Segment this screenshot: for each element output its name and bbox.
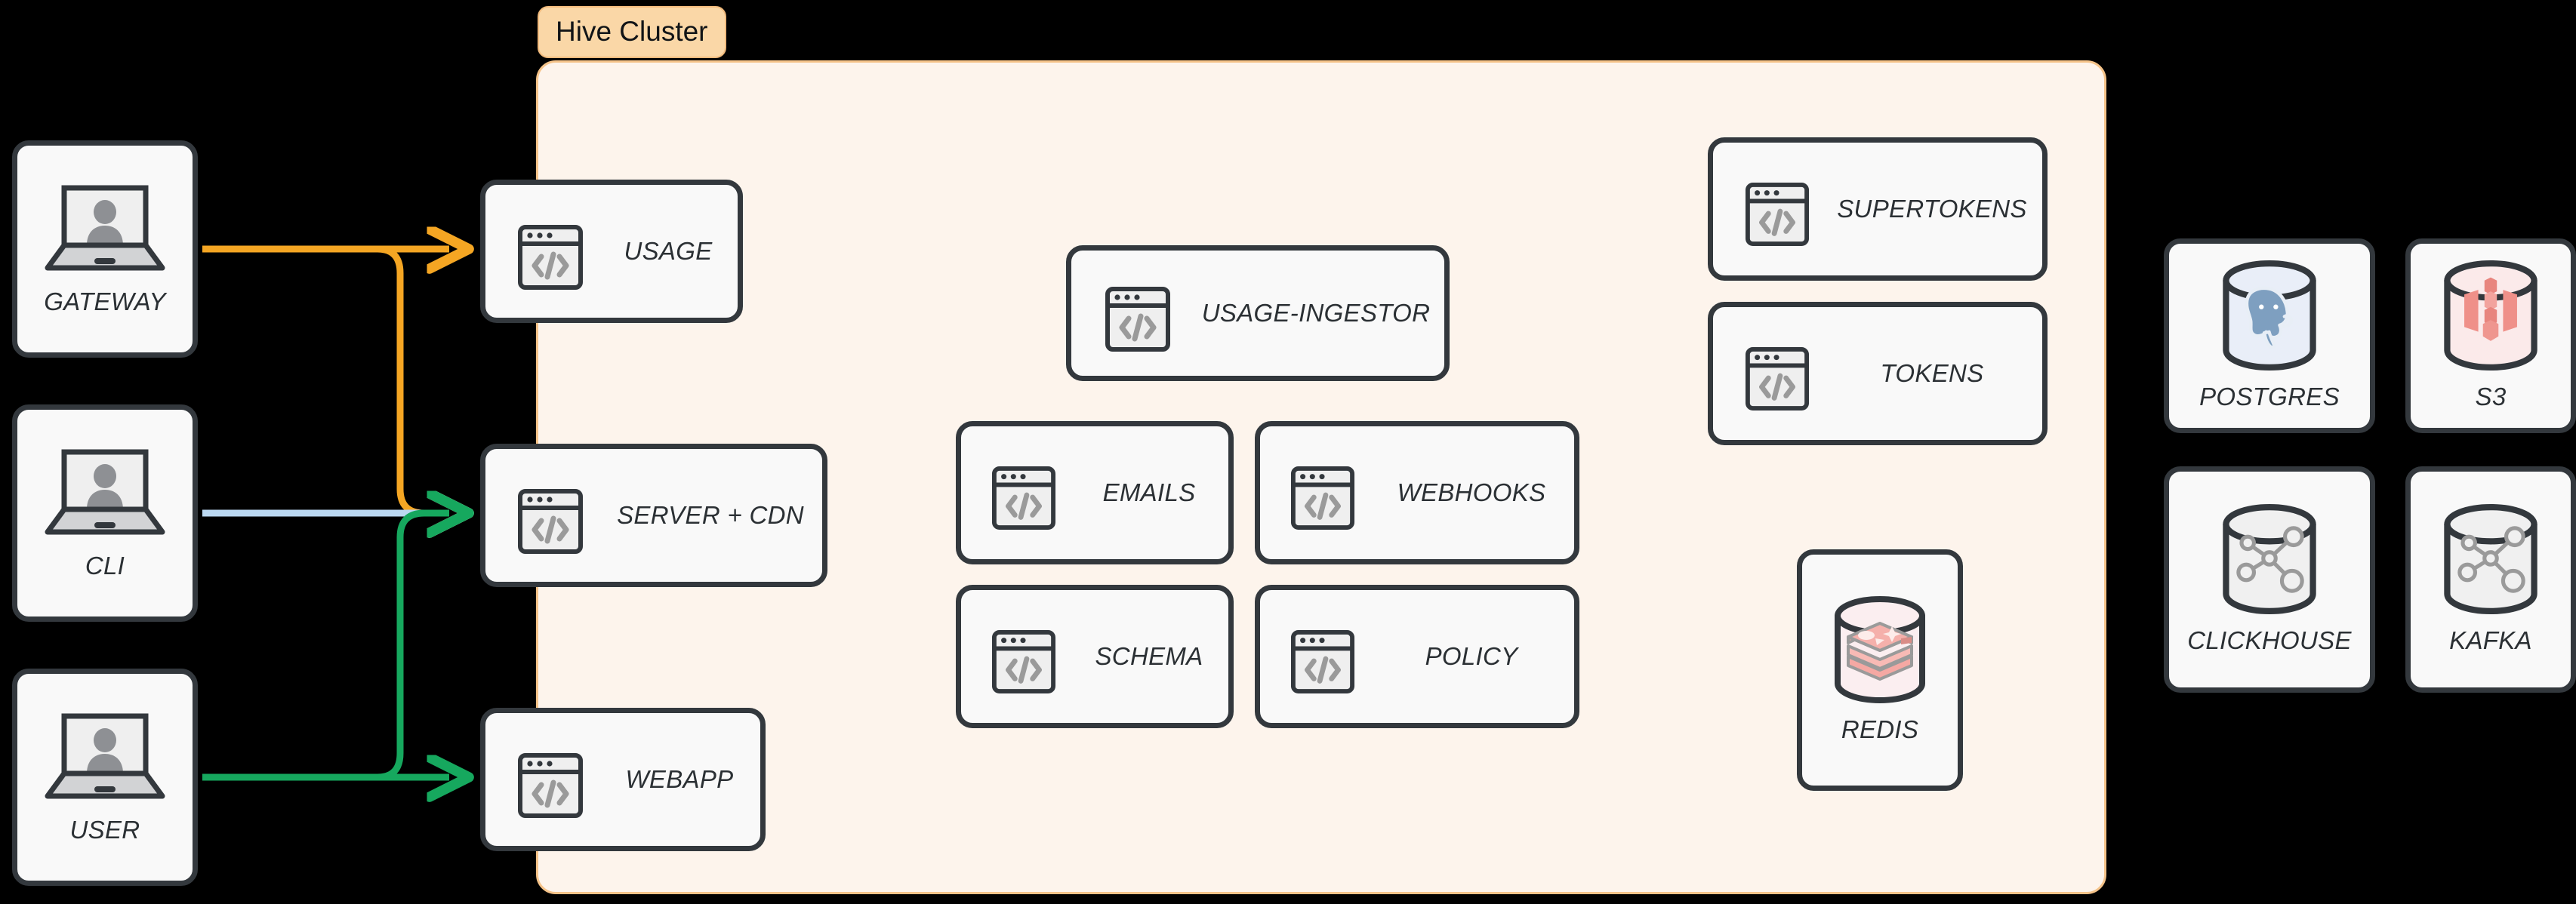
laptop-user-icon bbox=[42, 710, 168, 804]
service-usage-ingestor[interactable]: USAGE-INGESTOR bbox=[1066, 245, 1450, 381]
code-window-icon bbox=[1745, 346, 1810, 411]
service-tokens[interactable]: TOKENS bbox=[1708, 302, 2048, 445]
code-window-icon bbox=[991, 466, 1056, 530]
datastore-label: KAFKA bbox=[2449, 626, 2532, 654]
actor-label: GATEWAY bbox=[44, 287, 166, 315]
laptop-user-icon bbox=[42, 446, 168, 540]
actor-cli[interactable]: CLI bbox=[12, 404, 198, 622]
service-label: SCHEMA bbox=[1095, 642, 1203, 670]
service-label: TOKENS bbox=[1880, 359, 1984, 387]
datastore-kafka[interactable]: KAFKA bbox=[2405, 466, 2576, 693]
service-label: SERVER + CDN bbox=[617, 501, 804, 529]
code-window-icon bbox=[991, 629, 1056, 694]
actor-label: CLI bbox=[85, 552, 125, 580]
code-window-icon bbox=[1290, 629, 1355, 694]
redis-cylinder-icon bbox=[1829, 596, 1931, 703]
code-window-icon bbox=[517, 224, 584, 291]
service-label: WEBAPP bbox=[625, 765, 734, 793]
service-usage[interactable]: USAGE bbox=[480, 180, 743, 323]
s3-cylinder-icon bbox=[2438, 260, 2544, 371]
datastore-postgres[interactable]: POSTGRES bbox=[2164, 238, 2375, 433]
code-window-icon bbox=[1745, 182, 1810, 247]
datastore-label: REDIS bbox=[1841, 715, 1919, 743]
code-window-icon bbox=[1105, 286, 1171, 352]
service-emails[interactable]: EMAILS bbox=[956, 421, 1234, 564]
service-label: USAGE bbox=[624, 237, 713, 265]
service-webapp[interactable]: WEBAPP bbox=[480, 708, 766, 851]
service-label: EMAILS bbox=[1102, 478, 1196, 506]
nodes-cylinder-icon bbox=[2438, 504, 2544, 614]
datastore-clickhouse[interactable]: CLICKHOUSE bbox=[2164, 466, 2375, 693]
actor-user[interactable]: USER bbox=[12, 669, 198, 886]
laptop-user-icon bbox=[42, 182, 168, 275]
datastore-label: CLICKHOUSE bbox=[2187, 626, 2352, 654]
hive-cluster-badge: Hive Cluster bbox=[538, 6, 726, 58]
service-supertokens[interactable]: SUPERTOKENS bbox=[1708, 137, 2048, 281]
datastore-label: S3 bbox=[2475, 383, 2507, 410]
service-policy[interactable]: POLICY bbox=[1255, 585, 1579, 728]
service-schema[interactable]: SCHEMA bbox=[956, 585, 1234, 728]
datastore-s3[interactable]: S3 bbox=[2405, 238, 2576, 433]
code-window-icon bbox=[1290, 466, 1355, 530]
datastore-redis[interactable]: REDIS bbox=[1797, 549, 1963, 791]
service-server-cdn[interactable]: SERVER + CDN bbox=[480, 444, 827, 587]
service-webhooks[interactable]: WEBHOOKS bbox=[1255, 421, 1579, 564]
datastore-label: POSTGRES bbox=[2199, 383, 2340, 410]
service-label: USAGE-INGESTOR bbox=[1201, 299, 1431, 327]
wire-user-to-server-cdn bbox=[202, 513, 449, 781]
nodes-cylinder-icon bbox=[2217, 504, 2322, 614]
actor-gateway[interactable]: GATEWAY bbox=[12, 140, 198, 358]
actor-label: USER bbox=[69, 816, 140, 844]
code-window-icon bbox=[517, 488, 584, 555]
code-window-icon bbox=[517, 752, 584, 819]
service-label: WEBHOOKS bbox=[1397, 478, 1546, 506]
service-label: SUPERTOKENS bbox=[1837, 195, 2027, 223]
service-label: POLICY bbox=[1425, 642, 1518, 670]
wire-gateway-to-server-cdn bbox=[202, 245, 449, 513]
postgres-cylinder-icon bbox=[2217, 260, 2322, 371]
